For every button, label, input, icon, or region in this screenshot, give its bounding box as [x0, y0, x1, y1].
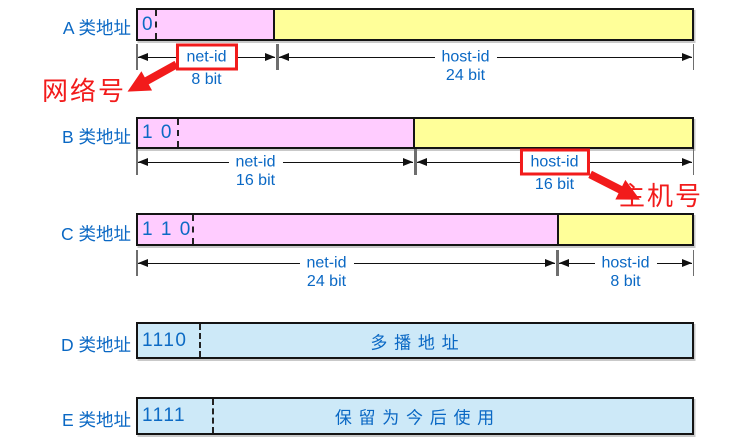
arrowhead-right-icon [682, 158, 692, 166]
tick-mark [692, 250, 694, 276]
class-b-netid-label: net-id [228, 152, 283, 172]
arrowhead-left-icon [138, 158, 148, 166]
class-d-bar: 1110 多 播 地 址 [136, 322, 694, 359]
class-e-description: 保 留 为 今 后 使 用 [334, 408, 496, 428]
class-b-hostid-bits: 16 bit [534, 176, 575, 193]
class-b-bar: 1 0 [136, 117, 694, 149]
class-a-netid-bits: 8 bit [191, 71, 222, 88]
arrowhead-right-icon [265, 53, 275, 61]
tick-mark [692, 44, 694, 70]
network-number-callout: 网络号 [42, 76, 127, 106]
arrowhead-left-icon [138, 259, 148, 267]
row-label-class-b: B 类地址 [61, 127, 131, 147]
class-c-prefix-bits: 1 1 0 [142, 218, 192, 240]
class-c-bar: 1 1 0 [136, 213, 694, 246]
arrowhead-right-icon [682, 259, 692, 267]
arrowhead-right-icon [682, 53, 692, 61]
class-b-netid-dimension: net-id 16 bit [136, 149, 415, 195]
tick-mark [277, 44, 279, 70]
class-a-netid-label-highlight: net-id [175, 43, 238, 71]
tick-mark [136, 149, 138, 175]
arrowhead-left-icon [138, 53, 148, 61]
class-a-hostid-label: host-id [434, 47, 497, 67]
row-label-class-e: E 类地址 [61, 410, 131, 430]
tick-mark [555, 250, 557, 276]
class-e-prefix-bits: 1111 [142, 405, 187, 426]
row-label-class-c: C 类地址 [61, 224, 131, 244]
class-c-hostid-label: host-id [594, 253, 657, 273]
tick-mark [136, 44, 138, 70]
red-arrow-to-host-icon [588, 170, 640, 200]
red-arrow-to-network-icon [127, 60, 179, 92]
class-b-bit-divider [177, 119, 179, 147]
class-c-netid-dimension: net-id 24 bit [136, 250, 557, 296]
class-a-hostid-dimension: host-id 24 bit [277, 44, 694, 90]
class-b-hostid-label-highlight: host-id [519, 148, 590, 176]
class-b-hostid-dimension: host-id 16 bit [415, 148, 694, 195]
tick-mark [413, 149, 415, 175]
row-label-class-d: D 类地址 [61, 335, 131, 355]
class-c-bit-divider [192, 215, 194, 244]
class-b-netid-bits: 16 bit [235, 172, 276, 189]
arrowhead-right-icon [403, 158, 413, 166]
class-c-hostid-bits: 8 bit [610, 273, 641, 290]
class-c-netid-label: net-id [299, 253, 354, 273]
class-d-description: 多 播 地 址 [370, 333, 460, 352]
class-c-hostid-dimension: host-id 8 bit [557, 250, 694, 296]
class-a-bit-divider [155, 10, 157, 39]
tick-mark [275, 44, 277, 70]
class-a-prefix-bits: 0 [142, 13, 155, 35]
class-d-bit-divider [199, 324, 201, 357]
class-a-bar: 0 [136, 8, 694, 41]
class-a-hostid-segment [273, 10, 692, 39]
class-a-netid-dimension: net-id 8 bit [136, 43, 277, 90]
tick-mark [557, 250, 559, 276]
class-a-hostid-bits: 24 bit [445, 67, 486, 84]
tick-mark [692, 149, 694, 175]
class-c-netid-bits: 24 bit [306, 273, 347, 290]
arrowhead-left-icon [279, 53, 289, 61]
class-b-hostid-segment [413, 119, 692, 147]
arrowhead-left-icon [559, 259, 569, 267]
tick-mark [136, 250, 138, 276]
arrowhead-right-icon [545, 259, 555, 267]
class-e-bit-divider [212, 399, 214, 433]
tick-mark [415, 149, 417, 175]
class-e-bar: 1111 保 留 为 今 后 使 用 [136, 397, 694, 435]
row-label-class-a: A 类地址 [62, 18, 131, 38]
class-d-prefix-bits: 1110 [142, 329, 188, 351]
class-c-hostid-segment [557, 215, 692, 244]
class-b-prefix-bits: 1 0 [142, 122, 173, 143]
arrowhead-left-icon [417, 158, 427, 166]
